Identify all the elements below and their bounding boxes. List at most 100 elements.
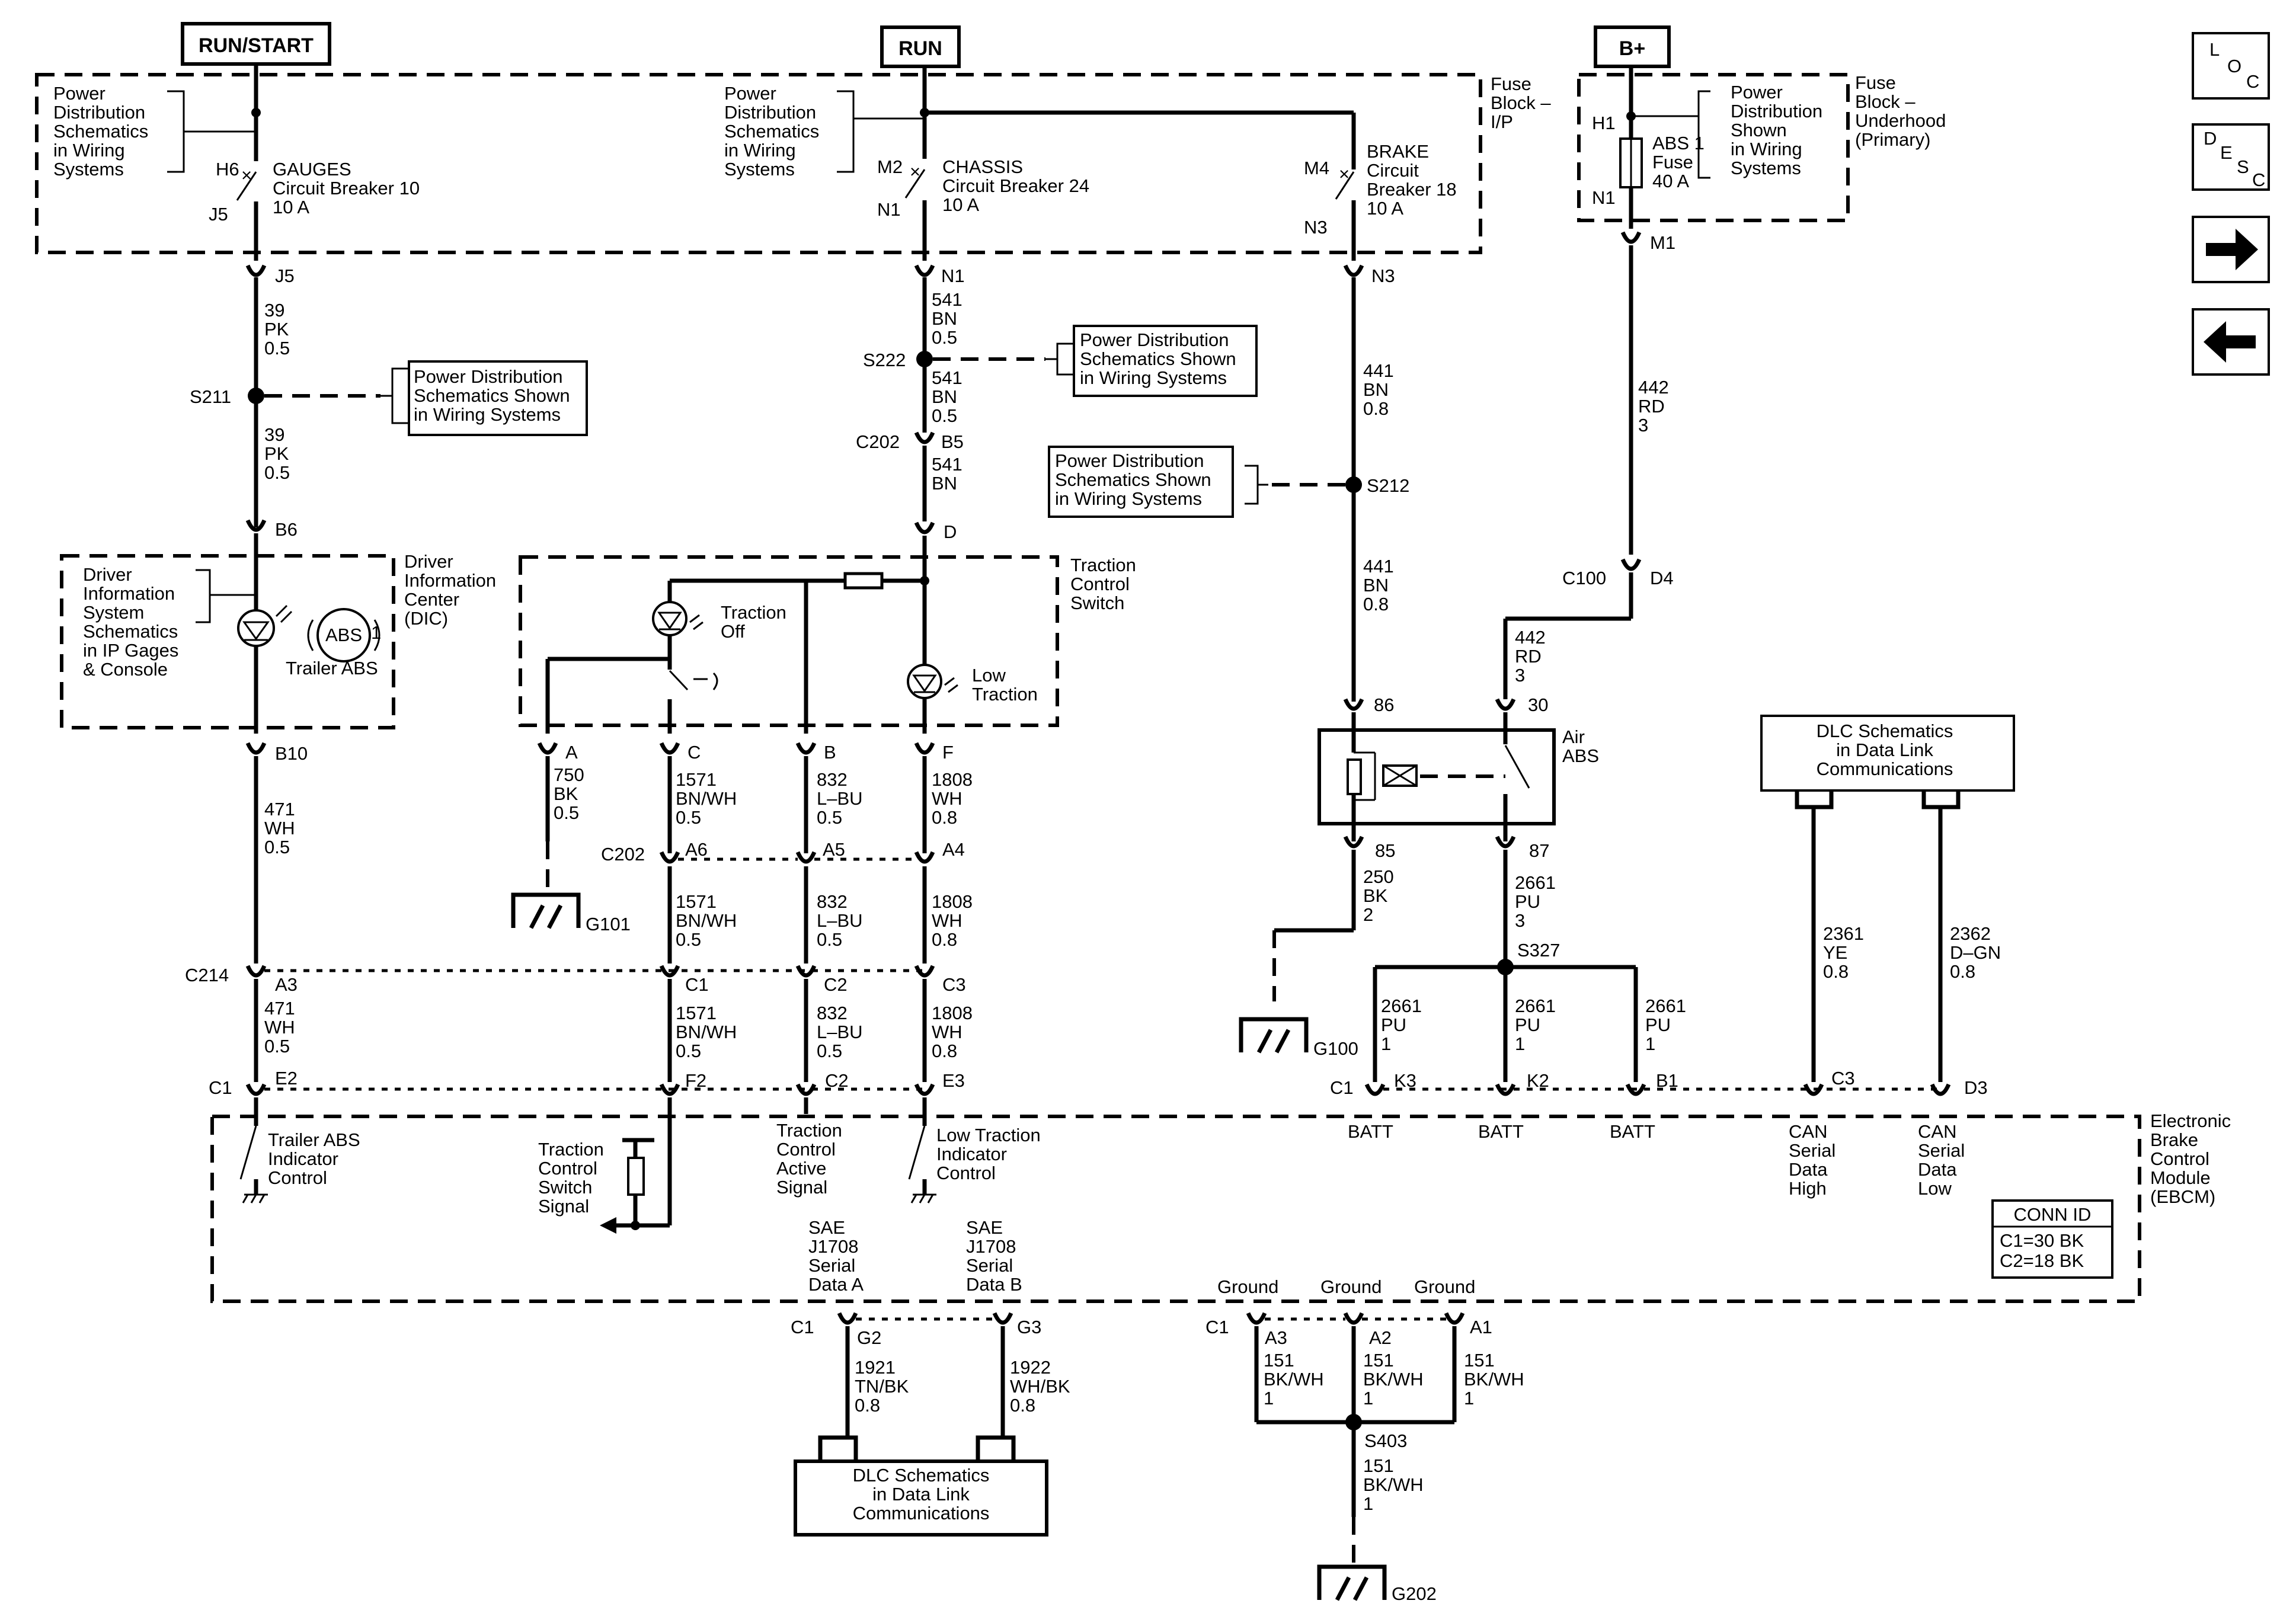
svg-text:C2=18 BK: C2=18 BK (2000, 1250, 2084, 1271)
svg-text:Off: Off (721, 621, 745, 642)
batt-label-b1: BATT (1610, 1121, 1655, 1142)
loc-button[interactable]: L O C (2192, 32, 2270, 100)
svg-text:Circuit: Circuit (1367, 160, 1419, 181)
svg-text:WH: WH (932, 788, 962, 809)
connector-d3 (1930, 1083, 1951, 1096)
fuse-block-ip (35, 73, 1482, 254)
wire-541-a: 541 BN 0.5 (932, 289, 962, 348)
svg-text:471: 471 (264, 998, 295, 1019)
svg-text:442: 442 (1638, 377, 1669, 398)
run-start-header: RUN/START (181, 22, 331, 66)
svg-text:30: 30 (1528, 694, 1548, 715)
svg-text:SAE: SAE (808, 1217, 845, 1238)
traction-control-switch-signal: Traction Control Switch Signal (538, 1097, 672, 1234)
svg-text:1921: 1921 (855, 1357, 896, 1378)
svg-text:ABS 1: ABS 1 (1652, 133, 1705, 153)
connector-a (537, 742, 558, 755)
svg-text:Fuse: Fuse (1491, 73, 1531, 94)
svg-text:BK/WH: BK/WH (1264, 1369, 1324, 1390)
connector-85 (1343, 836, 1364, 849)
svg-text:RD: RD (1638, 396, 1665, 417)
svg-text:Module: Module (2150, 1167, 2211, 1188)
gauges-pin-out: J5 (209, 204, 228, 225)
svg-text:CAN: CAN (1918, 1121, 1956, 1142)
svg-text:Traction: Traction (1070, 555, 1136, 575)
low-traction-lamp: Low Traction (907, 664, 1038, 705)
svg-text:Low: Low (972, 665, 1006, 686)
svg-text:1: 1 (1645, 1033, 1655, 1054)
prev-page-button[interactable] (2192, 308, 2270, 376)
svg-text:A5: A5 (823, 839, 845, 860)
svg-text:Distribution: Distribution (1731, 101, 1822, 121)
connector-b1 (1625, 1083, 1646, 1096)
loc-letter: C (2246, 71, 2259, 92)
wire-151-b: 151 BK/WH 1 (1363, 1350, 1424, 1409)
dlc-connector-icon (1921, 790, 1961, 809)
svg-text:2: 2 (1363, 904, 1373, 925)
svg-text:2661: 2661 (1645, 996, 1686, 1016)
svg-text:Block –: Block – (1855, 91, 1916, 112)
svg-text:541: 541 (932, 367, 962, 388)
svg-text:G202: G202 (1392, 1583, 1437, 1604)
connector-ground-a1 (1444, 1312, 1465, 1325)
svg-text:10 A: 10 A (273, 197, 309, 217)
svg-text:B10: B10 (275, 743, 308, 764)
svg-text:86: 86 (1374, 694, 1394, 715)
svg-text:1: 1 (371, 622, 381, 643)
dic-box (60, 554, 395, 729)
connector-ground-a3 (1246, 1312, 1267, 1325)
run-header: RUN (880, 25, 961, 68)
connector-m1 (1620, 231, 1642, 244)
connector-c3 (1803, 1083, 1824, 1096)
svg-text:Data: Data (1918, 1159, 1957, 1180)
svg-text:0.5: 0.5 (932, 405, 957, 426)
svg-text:2362: 2362 (1950, 923, 1991, 944)
svg-text:832: 832 (817, 891, 848, 912)
svg-text:Switch: Switch (1070, 593, 1124, 613)
svg-text:Communications: Communications (853, 1503, 990, 1523)
connector-c1-f2 (659, 1083, 680, 1096)
svg-text:Breaker 18: Breaker 18 (1367, 179, 1457, 200)
svg-text:Control: Control (936, 1163, 996, 1183)
svg-text:High: High (1789, 1178, 1827, 1199)
wire-750: 750 BK 0.5 (554, 764, 584, 823)
svg-text:M1: M1 (1650, 232, 1675, 253)
pullup-resistor (627, 1157, 645, 1196)
ground-label-a3: Ground (1217, 1276, 1278, 1297)
svg-text:Systems: Systems (1731, 158, 1801, 178)
svg-text:BN: BN (1363, 379, 1389, 400)
wire-250: 250 BK 2 (1363, 866, 1394, 925)
svg-text:Information: Information (83, 583, 175, 604)
svg-text:Traction: Traction (538, 1139, 604, 1160)
traction-control-switch-box (519, 555, 1059, 727)
svg-text:K3: K3 (1394, 1070, 1416, 1091)
svg-text:PK: PK (264, 443, 289, 464)
svg-text:Power Distribution: Power Distribution (414, 366, 563, 387)
svg-text:C: C (687, 742, 701, 763)
svg-text:40 A: 40 A (1652, 171, 1689, 191)
tcs-label: Traction Control Switch (1070, 555, 1136, 613)
svg-text:N1: N1 (941, 265, 965, 286)
connector-k3 (1364, 1083, 1386, 1096)
wire-441-b: 441 BN 0.8 (1363, 556, 1394, 614)
svg-text:BN: BN (1363, 575, 1389, 596)
wire-2661-c: 2661 PU 1 (1515, 996, 1556, 1054)
fuse-block-underhood (1577, 73, 1850, 222)
next-page-button[interactable] (2192, 216, 2270, 283)
pds-note-run: Power Distribution Schematics in Wiring … (724, 83, 925, 180)
wire-39-a: 39 PK 0.5 (264, 300, 290, 359)
svg-text:0.5: 0.5 (676, 1041, 701, 1061)
svg-text:250: 250 (1363, 866, 1394, 887)
connector-g3 (992, 1312, 1013, 1325)
svg-text:Signal: Signal (538, 1196, 589, 1217)
svg-text:0.8: 0.8 (1010, 1395, 1035, 1416)
svg-text:Systems: Systems (53, 159, 124, 180)
svg-text:C2: C2 (824, 974, 848, 995)
svg-text:Power: Power (53, 83, 105, 104)
wire-442-b: 442 RD 3 (1515, 627, 1546, 686)
desc-button[interactable]: D E S C (2192, 123, 2270, 191)
wire-151-c: 151 BK/WH 1 (1464, 1350, 1524, 1409)
svg-text:Underhood: Underhood (1855, 110, 1946, 131)
svg-text:G3: G3 (1017, 1317, 1041, 1337)
svg-text:ABS: ABS (1562, 745, 1599, 766)
